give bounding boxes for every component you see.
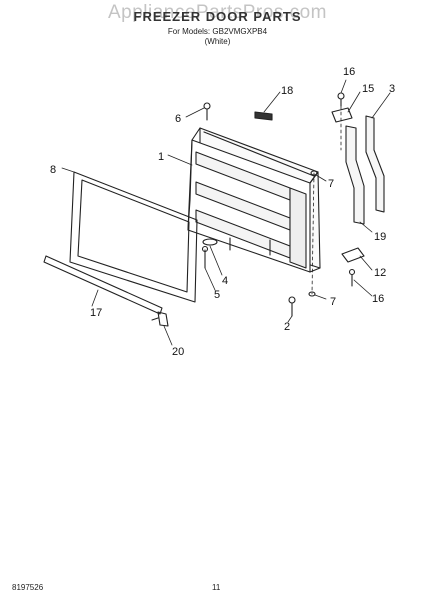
hinge-bracket — [201, 238, 218, 269]
callout-4: 4 — [222, 275, 228, 287]
leader-16a — [340, 79, 347, 94]
leader-5 — [204, 267, 216, 291]
leader-15 — [347, 91, 361, 113]
leader-8 — [61, 167, 75, 173]
page-number: 11 — [212, 583, 221, 592]
door-gasket — [69, 171, 198, 303]
handle-3 — [365, 115, 385, 213]
document-number: 8197526 — [12, 583, 44, 592]
callout-17: 17 — [90, 307, 102, 319]
leader-7b — [314, 294, 327, 300]
leader-20 — [163, 325, 173, 346]
callout-3: 3 — [389, 83, 395, 95]
callout-18: 18 — [281, 85, 293, 97]
washer-7-bottom — [308, 291, 316, 297]
leader-18 — [263, 91, 281, 113]
callout-16-bottom: 16 — [372, 293, 384, 305]
callout-15: 15 — [362, 83, 374, 95]
leader-19 — [359, 221, 373, 233]
color-line: (White) — [204, 37, 231, 46]
leader-6 — [185, 107, 205, 118]
trim-strip — [43, 255, 163, 315]
leader-2 — [287, 315, 293, 323]
watermark: AppliancePartsPros.com — [107, 2, 328, 23]
leader-17 — [91, 289, 99, 307]
callout-19: 19 — [374, 231, 386, 243]
top-hinge — [331, 92, 353, 123]
callout-5: 5 — [214, 289, 220, 301]
align-line-right — [311, 172, 315, 295]
bottom-hinge — [341, 247, 365, 287]
callout-7-top: 7 — [328, 178, 334, 190]
callout-8: 8 — [50, 164, 56, 176]
handle-19 — [345, 125, 365, 225]
leader-4 — [209, 245, 223, 276]
callout-1: 1 — [158, 151, 164, 163]
leader-1 — [167, 154, 193, 166]
leader-16b — [353, 279, 373, 297]
callout-6: 6 — [175, 113, 181, 125]
callout-12: 12 — [374, 267, 386, 279]
callout-7-bottom: 7 — [330, 296, 336, 308]
screw-2 — [288, 296, 296, 317]
leader-12 — [359, 255, 373, 271]
end-cap — [151, 311, 169, 327]
nameplate — [254, 111, 273, 121]
door-liner-assembly — [187, 127, 321, 273]
leader-7a — [315, 174, 327, 182]
diagram-title: FREEZER DOOR PARTS — [133, 9, 302, 24]
callout-2: 2 — [284, 321, 290, 333]
callout-20: 20 — [172, 346, 184, 358]
leader-3 — [371, 92, 391, 119]
callout-16-top: 16 — [343, 66, 355, 78]
model-line: For Models: GB2VMGXPB4 — [167, 27, 268, 36]
screw-6 — [203, 102, 211, 121]
